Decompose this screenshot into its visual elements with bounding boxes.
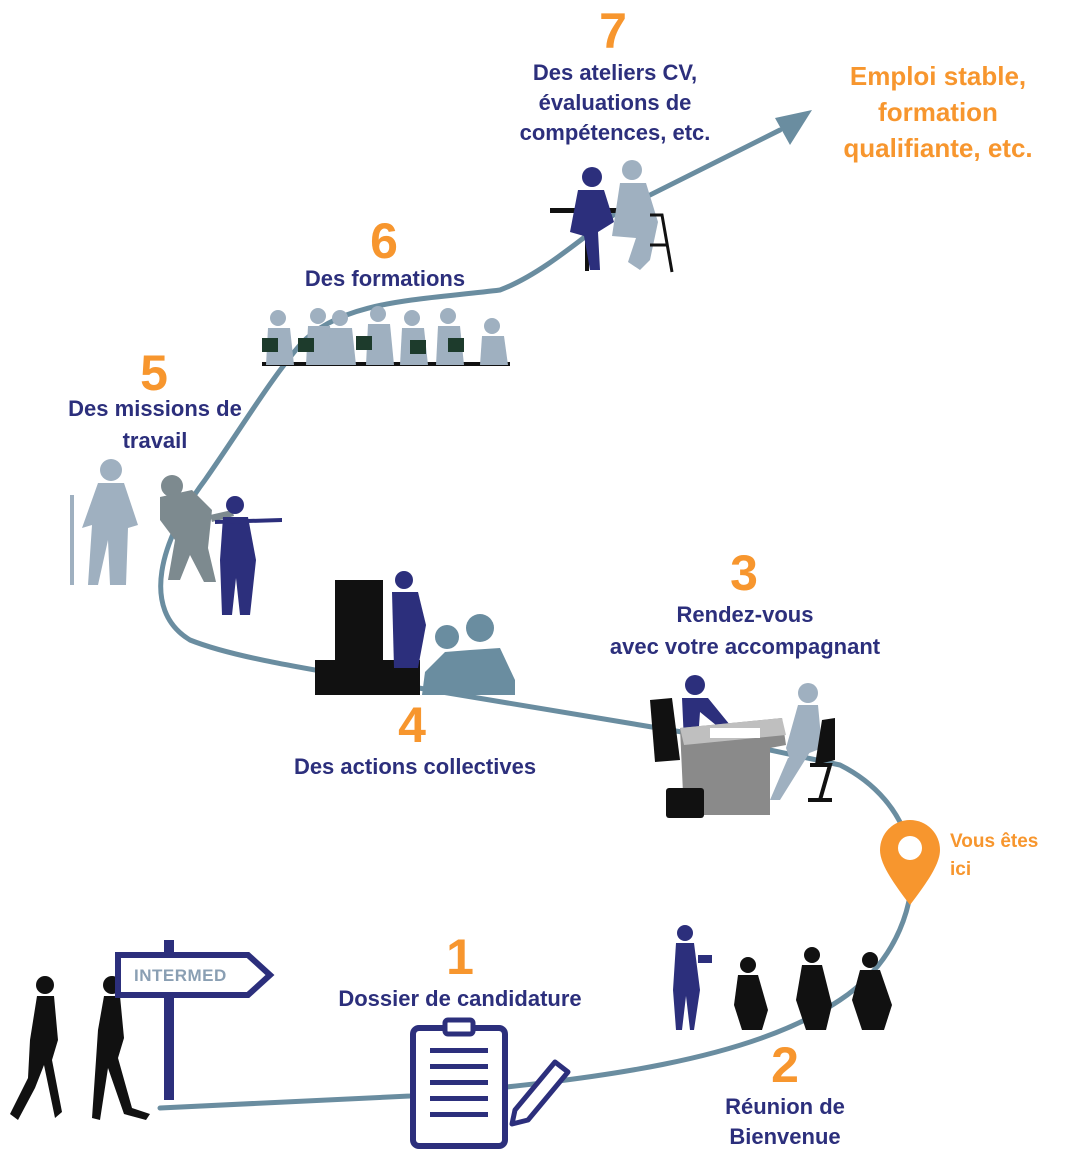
step-6-number: 6 xyxy=(370,213,398,269)
step-7-label-line3: compétences, etc. xyxy=(519,120,711,145)
step-3-number: 3 xyxy=(730,545,758,601)
step-1-label: Dossier de candidature xyxy=(338,986,582,1011)
step-7-number: 7 xyxy=(599,3,627,59)
arrow-head-icon xyxy=(775,110,812,145)
sign-label: INTERMED xyxy=(134,966,227,985)
goal-line3: qualifiante, etc. xyxy=(843,133,1033,163)
step-7-label-line2: évaluations de xyxy=(538,90,692,115)
step-2-label-line1: Réunion de xyxy=(725,1094,845,1119)
step-6-label: Des formations xyxy=(304,266,466,291)
step-5-label-line2: travail xyxy=(122,428,188,453)
goal-line1: Emploi stable, xyxy=(849,61,1027,91)
collective-actions-icon xyxy=(315,571,515,695)
goal-line2: formation xyxy=(878,97,998,127)
step-2-number: 2 xyxy=(771,1037,799,1093)
step-4-number: 4 xyxy=(398,697,426,753)
appointment-desk-icon xyxy=(650,675,835,818)
clipboard-icon xyxy=(410,1017,508,1149)
you-are-here-line1: Vous êtes xyxy=(950,831,1039,852)
work-missions-icon xyxy=(70,459,282,615)
step-2-label-line2: Bienvenue xyxy=(729,1124,841,1149)
welcome-meeting-icon xyxy=(673,925,892,1030)
signpost-icon xyxy=(115,940,275,1100)
step-4-label: Des actions collectives xyxy=(293,754,537,779)
step-7-label-line1: Des ateliers CV, xyxy=(532,60,698,85)
step-5-number: 5 xyxy=(140,345,168,401)
you-are-here-line2: ici xyxy=(950,859,972,880)
step-5-label-line1: Des missions de xyxy=(68,396,242,421)
cv-workshop-icon xyxy=(550,160,674,273)
step-3-label-line1: Rendez-vous xyxy=(676,602,814,627)
pen-icon xyxy=(509,1059,571,1127)
training-session-icon xyxy=(262,306,510,366)
walking-people-icon xyxy=(10,976,150,1120)
step-1-number: 1 xyxy=(446,929,474,985)
step-3-label-line2: avec votre accompagnant xyxy=(609,634,881,659)
map-pin-icon xyxy=(880,820,940,905)
